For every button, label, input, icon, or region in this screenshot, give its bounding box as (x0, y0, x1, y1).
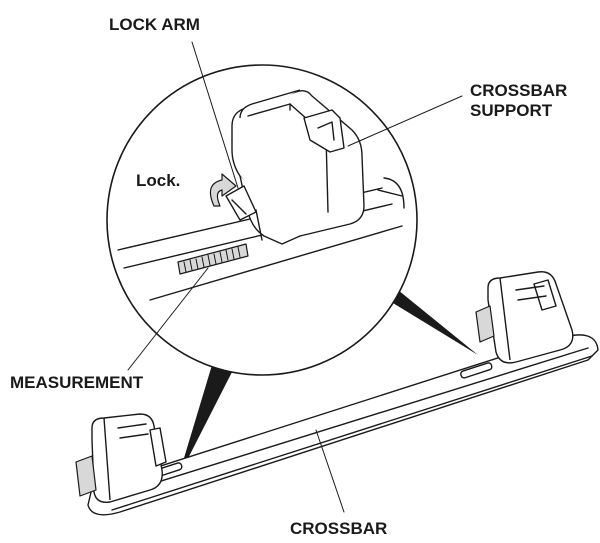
label-crossbar: CROSSBAR (290, 519, 387, 538)
magnifier-wedge-left (178, 365, 232, 478)
crossbar-support-left (75, 413, 167, 503)
magnifier-wedge-right (388, 290, 478, 355)
label-crossbar-support-line1: CROSSBAR (470, 81, 567, 100)
label-lock-arm: LOCK ARM (109, 15, 200, 34)
crossbar-support-right (475, 271, 574, 364)
label-lock: Lock. (136, 171, 180, 190)
curved-arrow-icon (209, 173, 237, 207)
label-crossbar-support-line2: SUPPORT (470, 101, 553, 120)
leader-measurement (127, 267, 209, 371)
leader-lock-arm (191, 41, 239, 189)
label-measurement: MEASUREMENT (10, 373, 144, 392)
crossbar (87, 334, 599, 516)
measurement-scale (177, 243, 249, 275)
lock-arm (225, 185, 257, 221)
leader-crossbar-support (347, 95, 463, 147)
leader-crossbar (315, 429, 345, 513)
detail-view (117, 89, 405, 301)
